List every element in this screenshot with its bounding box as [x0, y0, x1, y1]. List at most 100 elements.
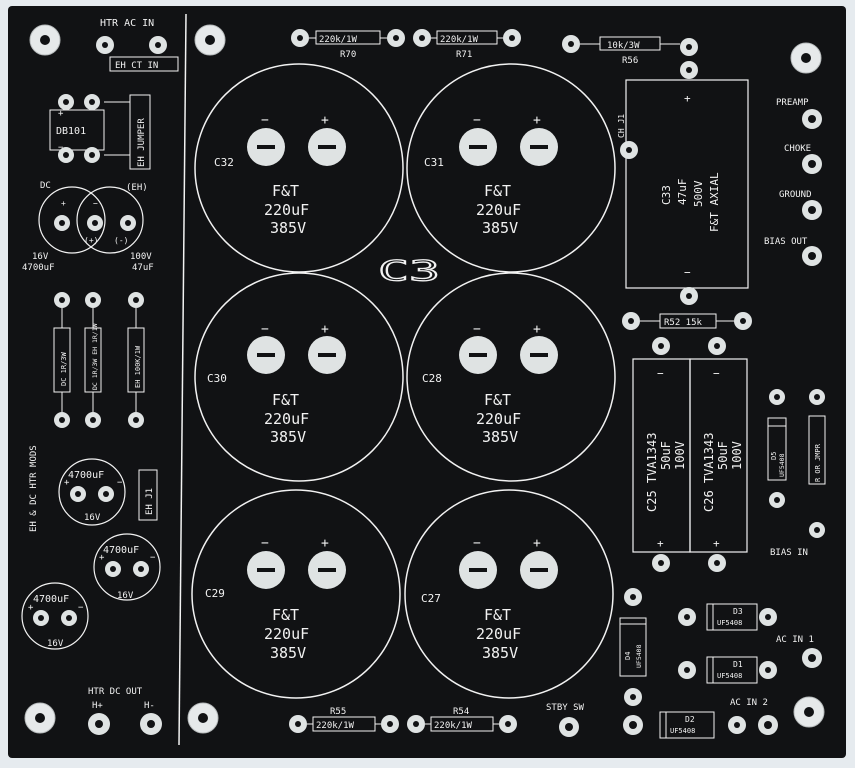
c31-label: C31: [424, 156, 444, 169]
output-pads[interactable]: [802, 109, 822, 266]
d4-label: D4: [624, 652, 632, 660]
mounting-holes: [24, 24, 825, 734]
svg-text:−: −: [473, 536, 481, 551]
r54-value: 220k/1W: [434, 721, 473, 731]
svg-text:+: +: [321, 322, 329, 337]
svg-text:H-: H-: [144, 701, 155, 711]
c33-label: C33: [660, 185, 673, 205]
htr-dc-out-label: HTR DC OUT: [88, 687, 143, 697]
svg-text:−: −: [684, 266, 691, 279]
svg-text:47uF: 47uF: [676, 179, 689, 206]
cap-c28: − + C28 F&T 220uF 385V: [406, 272, 616, 482]
eh-j1-label: EH J1: [145, 488, 155, 515]
ground-label: GROUND: [779, 190, 812, 200]
db101-outline: [49, 109, 105, 151]
res-dc-label: DC 1R/3W: [60, 351, 68, 386]
svg-text:385V: 385V: [270, 644, 306, 662]
svg-text:F&T: F&T: [272, 182, 299, 200]
cap-4700-a: [58, 458, 126, 526]
svg-text:UF5408: UF5408: [635, 644, 643, 668]
bottom-resistor-pads[interactable]: [289, 715, 517, 733]
svg-text:UF5408: UF5408: [717, 619, 742, 627]
c29-label: C29: [205, 587, 225, 600]
svg-text:+: +: [321, 536, 329, 551]
bias-in-label: BIAS IN: [770, 548, 808, 558]
d1-label: D1: [733, 660, 743, 669]
r70-label: R70: [340, 50, 356, 60]
svg-text:+: +: [61, 199, 66, 208]
d3-label: D3: [733, 607, 743, 616]
svg-text:50uF: 50uF: [659, 441, 673, 470]
svg-text:385V: 385V: [482, 219, 518, 237]
top-resistor-pads[interactable]: [291, 29, 698, 56]
svg-text:+: +: [533, 113, 541, 128]
svg-text:F&T AXIAL: F&T AXIAL: [708, 172, 721, 232]
svg-text:−: −: [78, 603, 84, 613]
r56-value: 10k/3W: [607, 41, 640, 51]
eh-label: (EH): [126, 183, 148, 193]
choke-label: CHOKE: [784, 144, 811, 154]
panel-divider: [178, 13, 187, 746]
bias-out-label: BIAS OUT: [764, 237, 808, 247]
cap-c31: − + C31 F&T 220uF 385V: [406, 63, 616, 273]
svg-text:385V: 385V: [482, 428, 518, 446]
pad-pair[interactable]: [96, 36, 167, 54]
pcb-substrate: [8, 6, 846, 758]
c26-outline: [689, 358, 748, 553]
cap-c32: − + C32 F&T 220uF 385V: [194, 63, 404, 273]
svg-text:4700uF: 4700uF: [22, 263, 55, 273]
svg-text:500V: 500V: [692, 180, 705, 207]
htr-dc-out-pads[interactable]: [88, 713, 162, 735]
c27-label: C27: [421, 592, 441, 605]
svg-text:+: +: [64, 478, 70, 488]
tva-pads[interactable]: [652, 337, 726, 572]
dc-label: DC: [40, 181, 51, 191]
svg-text:(+): (+): [84, 236, 98, 245]
eh-cap-outline: [76, 186, 144, 254]
r71-label: R71: [456, 50, 472, 60]
svg-text:UF5408: UF5408: [778, 453, 786, 477]
c30-label: C30: [207, 372, 227, 385]
d2-label: D2: [685, 715, 695, 724]
c26-label: C26 TVA1343: [702, 433, 716, 512]
svg-text:16V: 16V: [32, 252, 49, 262]
svg-text:220uF: 220uF: [264, 625, 309, 643]
pad-pair[interactable]: [33, 610, 77, 626]
r55-label: R55: [330, 707, 346, 717]
d4-pads[interactable]: [624, 588, 642, 706]
cap-pads[interactable]: [54, 215, 136, 231]
svg-text:220uF: 220uF: [476, 625, 521, 643]
r70-value: 220k/1W: [319, 35, 358, 45]
cap-4700-c: [21, 582, 89, 650]
eh-ct-in-label: EH CT IN: [115, 61, 158, 71]
db101-pads[interactable]: [58, 94, 100, 163]
svg-text:+: +: [713, 537, 720, 550]
d2-pads[interactable]: [559, 715, 778, 737]
r55-value: 220k/1W: [316, 721, 355, 731]
r52-pads[interactable]: [622, 312, 752, 330]
svg-text:50uF: 50uF: [716, 441, 730, 470]
svg-text:F&T: F&T: [484, 391, 511, 409]
vertical-resistors[interactable]: [54, 292, 144, 428]
svg-text:−: −: [117, 478, 123, 488]
cap-c30: − + C30 F&T 220uF 385V: [194, 272, 404, 482]
d5-pads[interactable]: [769, 389, 825, 538]
svg-text:4700uF: 4700uF: [68, 470, 104, 481]
c32-label: C32: [214, 156, 234, 169]
svg-text:385V: 385V: [270, 428, 306, 446]
svg-text:220uF: 220uF: [476, 410, 521, 428]
svg-text:47uF: 47uF: [132, 263, 154, 273]
svg-text:+: +: [657, 537, 664, 550]
svg-text:−: −: [261, 113, 269, 128]
svg-text:+: +: [58, 109, 64, 119]
db101-label: DB101: [56, 126, 86, 137]
c25-label: C25 TVA1343: [645, 433, 659, 512]
svg-text:F&T: F&T: [272, 391, 299, 409]
svg-text:−: −: [657, 367, 664, 380]
r71-value: 220k/1W: [440, 35, 479, 45]
c33-pads[interactable]: [620, 61, 698, 305]
d3-d1-pads[interactable]: [678, 608, 822, 679]
pad-pair[interactable]: [70, 486, 114, 502]
pad-pair[interactable]: [105, 561, 149, 577]
